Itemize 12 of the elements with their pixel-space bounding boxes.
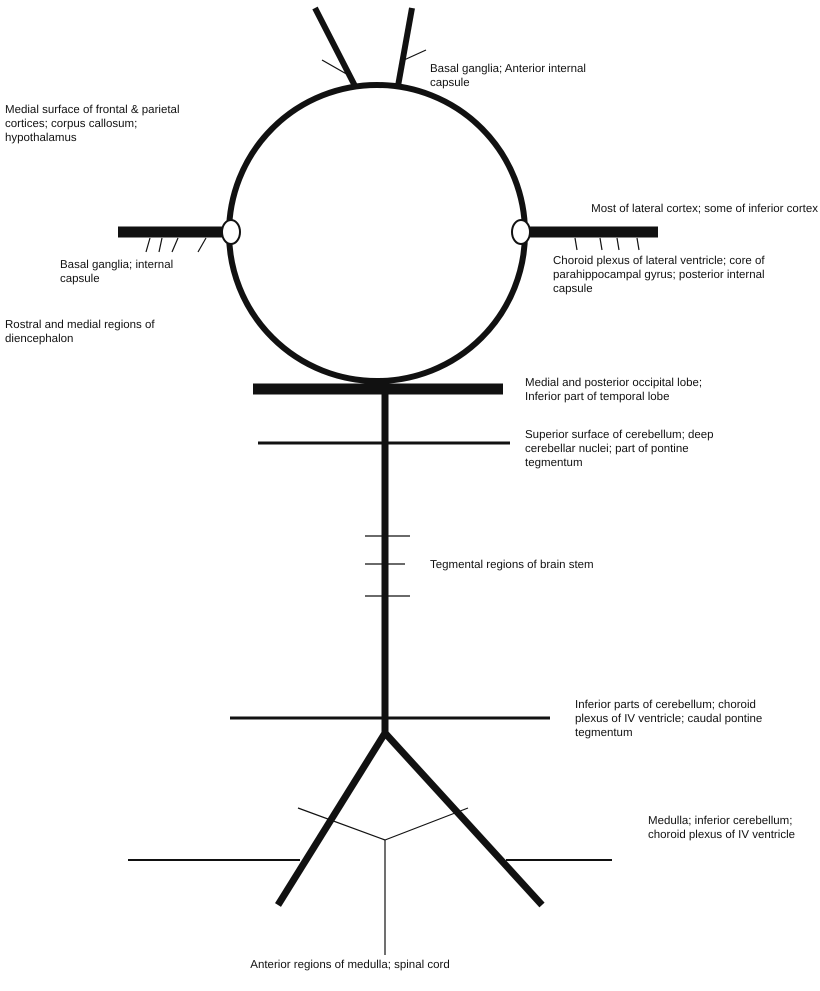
- region-label: Most of lateral cortex; some of inferior cortex: [590, 202, 818, 216]
- region-label: Inferior parts of cerebellum; choroid plexus of IV ventricle; caudal pontine tegmentum: [575, 698, 764, 740]
- region-label: Medulla; inferior cerebellum; choroid plexus of IV ventricle: [648, 814, 796, 842]
- region-label: Tegmental regions of brain stem: [430, 558, 595, 572]
- region-label: Basal ganglia; Anterior internal capsule: [430, 62, 587, 90]
- region-label: Anterior regions of medulla; spinal cord: [249, 958, 451, 972]
- region-label: Choroid plexus of lateral ventricle; core of parahippocampal gyrus; posterior internal capsule: [553, 254, 766, 296]
- region-label: Medial and posterior occipital lobe; Inferior part of temporal lobe: [525, 376, 704, 404]
- region-label: Rostral and medial regions of diencephalon: [5, 318, 156, 346]
- region-label: Basal ganglia; internal capsule: [60, 258, 174, 286]
- region-label: Medial surface of frontal & parietal cortices; corpus callosum; hypothalamus: [5, 103, 181, 145]
- region-label: Superior surface of cerebellum; deep cerebellar nuclei; part of pontine tegmentum: [525, 428, 715, 470]
